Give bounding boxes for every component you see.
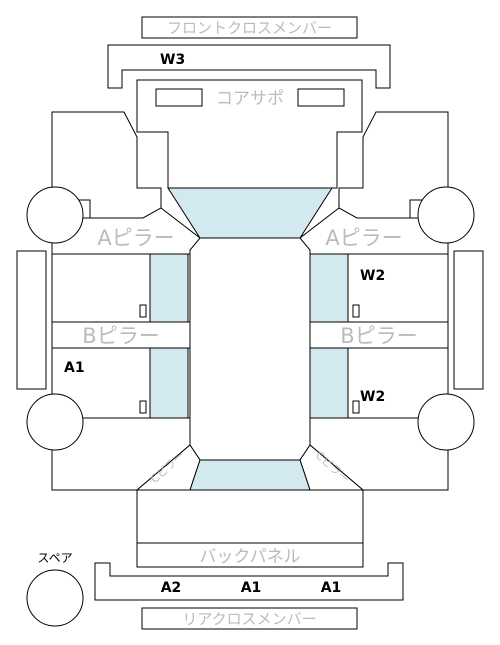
core-support-left-slot <box>155 88 203 107</box>
spare-tire <box>26 569 84 627</box>
left-a-pillar-label: Aピラー <box>97 226 174 250</box>
right-rear-door-handle <box>352 400 360 414</box>
spare-label: スペア <box>37 551 72 565</box>
left-rear-side-glass <box>149 347 189 419</box>
w2-rear-marker: W2 <box>360 389 385 405</box>
right-b-pillar-label: Bピラー <box>340 324 417 348</box>
a1-left-rear-door-marker: A1 <box>64 360 85 376</box>
left-b-pillar-label: Bピラー <box>82 324 159 348</box>
rear-glass <box>189 459 311 491</box>
w3-marker: W3 <box>160 52 185 68</box>
core-support-right-slot <box>297 88 345 107</box>
right-a-pillar-label: Aピラー <box>325 226 402 250</box>
front-cross-member-bracket <box>107 44 391 89</box>
right-rear-side-glass <box>309 347 349 419</box>
right-rear-wheel <box>417 393 475 451</box>
front-cross-member-box <box>141 16 358 39</box>
windshield <box>167 187 333 239</box>
trunk-area <box>136 489 364 544</box>
back-panel-label: バックパネル <box>199 547 300 567</box>
right-front-side-glass <box>309 253 349 323</box>
left-front-door <box>51 253 151 323</box>
front-structure <box>136 79 363 189</box>
a1-rear-cross-right-marker: A1 <box>321 580 342 596</box>
left-rear-door-handle <box>139 400 147 414</box>
right-b-pillar-band <box>309 321 449 349</box>
left-front-wheel <box>26 186 84 244</box>
a2-rear-cross-marker: A2 <box>161 580 182 596</box>
core-support-label: コアサポ <box>216 89 284 109</box>
back-panel-box <box>136 542 364 568</box>
left-front-side-glass <box>149 253 189 323</box>
roof <box>189 237 311 461</box>
right-front-wheel <box>417 186 475 244</box>
front-cross-member-label: フロントクロスメンバー <box>167 19 332 37</box>
left-front-door-handle <box>139 304 147 318</box>
a1-rear-cross-center-marker: A1 <box>241 580 262 596</box>
rear-cross-member-label: リアクロスメンバー <box>182 610 316 628</box>
rear-cross-member-box <box>141 607 358 630</box>
w2-front-marker: W2 <box>360 268 385 284</box>
rear-cross-member-bracket <box>94 562 404 601</box>
left-side-rocker <box>16 250 47 390</box>
right-front-door-handle <box>352 304 360 318</box>
right-front-door <box>347 253 449 323</box>
left-b-pillar-band <box>51 321 191 349</box>
right-side-rocker <box>453 250 484 390</box>
left-rear-wheel <box>26 393 84 451</box>
